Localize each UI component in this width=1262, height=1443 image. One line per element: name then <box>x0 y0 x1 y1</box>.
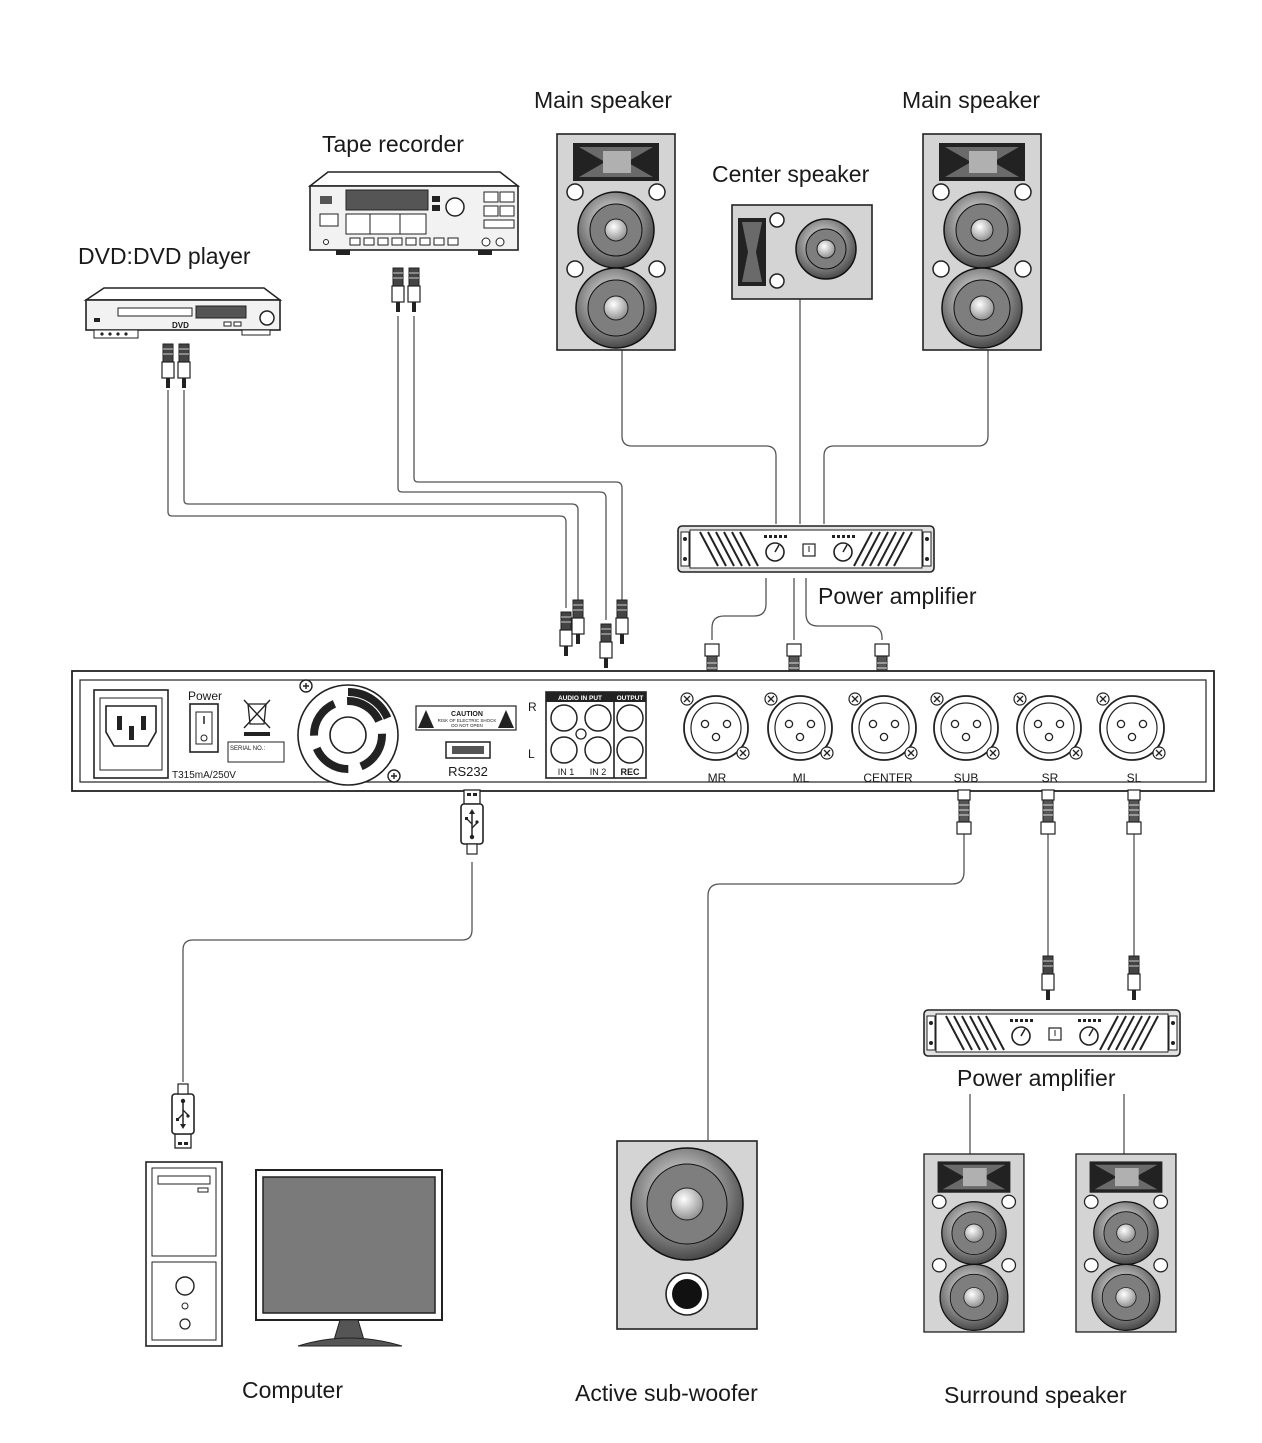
main-speaker-left-label: Main speaker <box>534 87 672 113</box>
caution-line1: RISK OF ELECTRIC SHOCK <box>438 718 497 723</box>
xlr-plug-sl <box>1126 789 1142 835</box>
main-speaker-right <box>922 133 1042 351</box>
xlr-label-ml: ML <box>793 771 810 785</box>
power-inlet <box>93 689 169 779</box>
audio-input-plugs <box>559 599 629 669</box>
surround-speaker-label: Surround speaker <box>944 1382 1127 1408</box>
power-switch[interactable] <box>189 703 219 753</box>
output-header: OUTPUT <box>617 695 644 702</box>
rs232-label: RS232 <box>448 764 488 779</box>
rca-plug-sl-amp <box>1127 955 1141 1001</box>
usb-plug-computer <box>171 1083 195 1149</box>
center-speaker <box>731 204 873 300</box>
xlr-label-sub: SUB <box>954 771 979 785</box>
caution-line2: DO NOT OPEN <box>451 723 482 728</box>
power-amplifier-top <box>677 525 935 573</box>
in2-r-jack[interactable] <box>584 704 612 732</box>
dvd-brand-text: DVD <box>172 321 189 330</box>
fuse-rating-label: T315mA/250V <box>172 770 236 781</box>
active-subwoofer <box>616 1140 758 1330</box>
surround-speaker-left <box>923 1153 1025 1333</box>
xlr-plug-sr <box>1040 789 1056 835</box>
audio-input-header: AUDIO IN PUT <box>558 695 602 702</box>
tape-recorder-label: Tape recorder <box>322 131 464 157</box>
power-amplifier-bottom <box>923 1009 1181 1057</box>
in1-l-jack[interactable] <box>550 736 578 764</box>
fan-grill <box>297 679 401 786</box>
weee-bin-icon <box>243 699 271 736</box>
power-amplifier-bottom-label: Power amplifier <box>957 1065 1116 1091</box>
computer-tower <box>145 1161 223 1347</box>
power-amplifier-top-label: Power amplifier <box>818 583 977 609</box>
computer-label: Computer <box>242 1377 343 1403</box>
computer-monitor <box>255 1169 443 1347</box>
serial-number-box <box>227 741 285 763</box>
xlr-label-center: CENTER <box>863 771 913 785</box>
main-speaker-right-label: Main speaker <box>902 87 1040 113</box>
center-speaker-label: Center speaker <box>712 161 870 187</box>
caution-title: CAUTION <box>451 711 483 718</box>
rec-l-jack[interactable] <box>616 736 644 764</box>
in1-label: IN 1 <box>558 767 575 777</box>
xlr-label-sl: SL <box>1127 771 1142 785</box>
power-switch-label: Power <box>188 689 222 703</box>
subwoofer-label: Active sub-woofer <box>575 1380 758 1406</box>
xlr-label-sr: SR <box>1042 771 1059 785</box>
usb-plug-panel <box>460 789 484 855</box>
caution-label: CAUTION RISK OF ELECTRIC SHOCK DO NOT OP… <box>415 705 517 731</box>
surround-speaker-right <box>1075 1153 1177 1333</box>
main-speaker-left <box>556 133 676 351</box>
rs232-port[interactable] <box>445 741 491 759</box>
audio-io-block: AUDIO IN PUT OUTPUT IN 1 IN 2 REC <box>545 691 647 779</box>
rec-label: REC <box>620 767 640 777</box>
rear-panel: Power SERIAL NO.: T315mA/250V <box>71 670 1215 792</box>
wires <box>167 299 1135 1154</box>
in2-l-jack[interactable] <box>584 736 612 764</box>
in1-r-jack[interactable] <box>550 704 578 732</box>
dvd-player-label: DVD:DVD player <box>78 243 251 269</box>
channel-r-label: R <box>528 700 537 714</box>
serial-number-label: SERIAL NO.: <box>230 746 265 752</box>
channel-l-label: L <box>528 747 535 761</box>
xlr-plug-sub <box>956 789 972 835</box>
dvd-player: DVD <box>83 287 283 389</box>
rec-r-jack[interactable] <box>616 704 644 732</box>
in2-label: IN 2 <box>590 767 607 777</box>
xlr-label-mr: MR <box>708 771 727 785</box>
rca-plug-sr-amp <box>1041 955 1055 1001</box>
tape-recorder <box>307 171 521 313</box>
